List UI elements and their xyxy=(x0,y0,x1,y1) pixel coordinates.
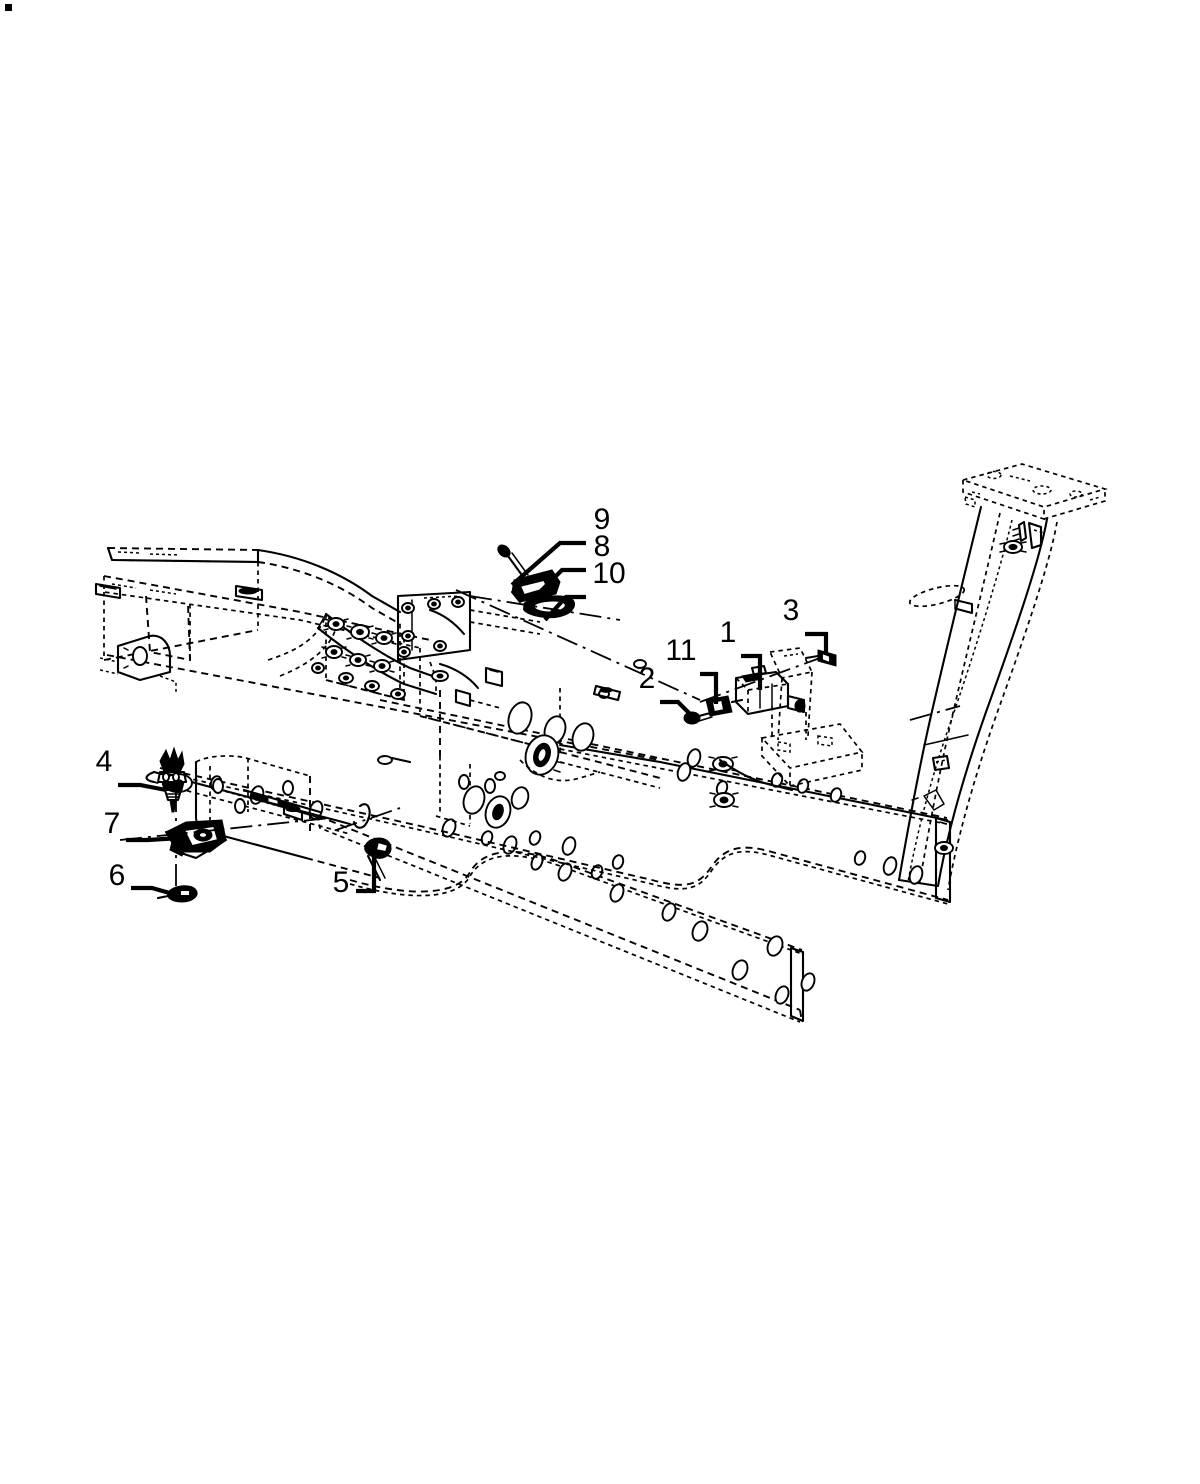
callout-7[interactable]: 7 xyxy=(104,807,181,843)
callout-label-9: 9 xyxy=(594,503,611,536)
callout-8[interactable]: 8 xyxy=(532,530,611,600)
callout-11[interactable]: 11 xyxy=(665,634,719,704)
part-5-bolt xyxy=(364,837,392,882)
callout-6[interactable]: 6 xyxy=(109,859,181,899)
valve-mounting-pad xyxy=(718,706,864,792)
rail-bolt-head xyxy=(999,540,1027,554)
rail-lower-joint xyxy=(931,754,951,772)
callout-label-7: 7 xyxy=(104,807,121,840)
callout-label-2: 2 xyxy=(639,662,656,695)
callout-label-11: 11 xyxy=(665,634,696,667)
callout-label-5: 5 xyxy=(333,866,350,899)
top-mounting-plate xyxy=(960,463,1108,521)
callout-label-1: 1 xyxy=(720,616,737,649)
main-frame-rail-upper xyxy=(106,654,954,905)
bore-bosses xyxy=(494,689,610,781)
part-4-sensor xyxy=(156,746,188,813)
rail-mid-boss xyxy=(908,584,974,615)
rear-left-bracket xyxy=(99,634,177,692)
center-crossmember xyxy=(419,648,661,829)
rear-frame-box xyxy=(94,546,440,879)
callout-2[interactable]: 2 xyxy=(639,662,696,720)
callout-10[interactable]: 10 xyxy=(543,557,626,622)
assembly-geometry xyxy=(94,463,1108,1023)
plate-bolts xyxy=(401,596,465,652)
part-8-clamp-block xyxy=(510,569,561,604)
callout-1[interactable]: 1 xyxy=(720,616,763,690)
rail-upper-bolt-cluster xyxy=(708,756,954,855)
callout-label-3: 3 xyxy=(783,594,800,627)
bolt-strip-detail xyxy=(242,788,322,819)
lower-boss-group xyxy=(458,774,530,829)
callout-label-8: 8 xyxy=(594,530,611,563)
part-3-bolt xyxy=(804,649,837,667)
callout-label-10: 10 xyxy=(592,557,625,590)
rail-lower-hole-row xyxy=(441,818,816,1005)
misc-fasteners xyxy=(377,659,647,765)
callout-5[interactable]: 5 xyxy=(333,855,377,899)
part-11-fitting xyxy=(705,695,744,717)
assembly-centerlines xyxy=(119,589,961,900)
rail-upper-bracket xyxy=(999,520,1045,554)
scan-artifact-mark xyxy=(5,4,12,11)
center-vertical-plate xyxy=(396,590,541,690)
callout-label-4: 4 xyxy=(96,745,113,778)
center-plate-bolt-cluster xyxy=(311,614,411,702)
part-1-valve-body xyxy=(734,647,814,741)
callout-3[interactable]: 3 xyxy=(783,594,829,655)
part-6-bolt xyxy=(156,885,198,903)
callout-9[interactable]: 9 xyxy=(510,503,611,587)
callout-layer: 9 8 10 3 1 11 xyxy=(96,503,829,899)
callout-4[interactable]: 4 xyxy=(96,745,167,793)
callout-label-6: 6 xyxy=(109,859,126,892)
mast-rail-group xyxy=(897,463,1108,891)
splined-boss xyxy=(524,734,565,776)
